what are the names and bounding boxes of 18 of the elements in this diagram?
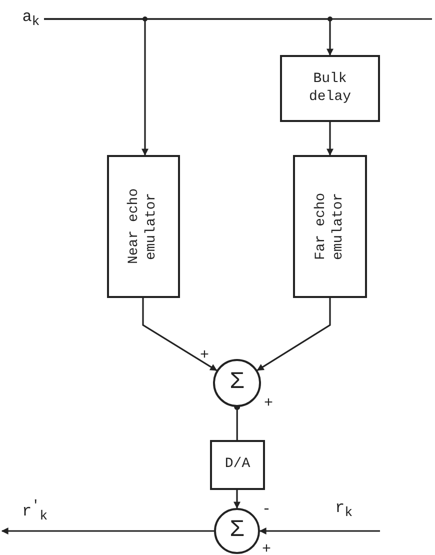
sign-label: - [262,502,272,517]
process-box: Bulk delay [280,55,380,122]
sign-label: + [264,396,274,411]
signal-line [44,18,432,20]
arrow [234,490,240,509]
process-box: Near echo emulator [107,155,180,298]
arrow [142,298,218,372]
arrow [256,298,331,371]
process-box: D/A [210,440,265,490]
process-box: Far echo emulator [293,155,367,298]
sign-label: + [200,348,210,363]
arrow [1,528,214,534]
arrow [326,122,334,156]
summing-junction: Σ [214,508,260,554]
signal-label: a$_{k}$ [18,6,44,32]
summing-junction: Σ [213,359,261,407]
arrow [259,528,380,534]
sign-label: + [262,542,272,555]
